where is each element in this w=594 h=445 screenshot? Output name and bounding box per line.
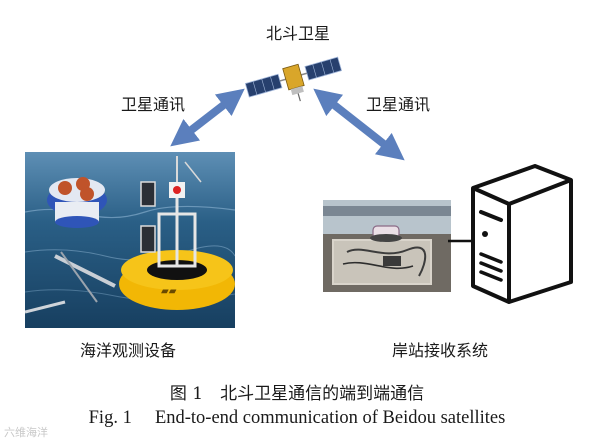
watermark: 六维海洋 (4, 426, 48, 439)
communication-arrows (170, 88, 405, 161)
server-icon (471, 164, 573, 304)
ocean-equipment-photo: ▰▰ (25, 152, 235, 328)
link-left-label: 卫星通讯 (121, 95, 186, 114)
svg-text:▰▰: ▰▰ (161, 286, 177, 297)
left-link-arrow (170, 88, 245, 147)
shore-station-photo (323, 200, 451, 292)
shore-station-label: 岸站接收系统 (392, 341, 489, 360)
right-link-arrow (313, 88, 405, 161)
satellite-icon (244, 56, 343, 102)
figure-caption-cn: 图 1 北斗卫星通信的端到端通信 (169, 384, 425, 404)
ocean-equipment-label: 海洋观测设备 (80, 341, 177, 360)
figure-caption-en: Fig. 1 End-to-end communication of Beido… (88, 408, 506, 428)
satellite-label: 北斗卫星 (266, 24, 331, 43)
